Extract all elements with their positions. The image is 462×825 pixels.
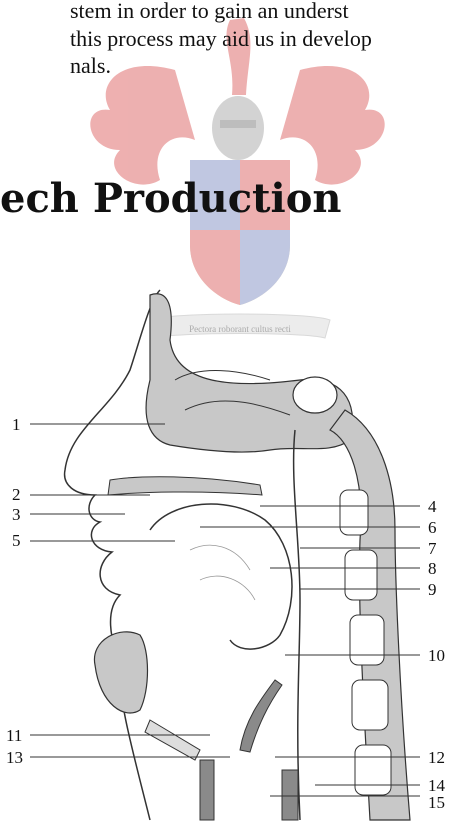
label-15: 15 bbox=[428, 793, 445, 812]
thyroid-cartilage bbox=[200, 760, 214, 820]
label-10: 10 bbox=[428, 646, 445, 665]
cricoid-cartilage bbox=[282, 770, 298, 820]
nasal-cavity bbox=[146, 294, 352, 452]
hard-palate bbox=[108, 477, 262, 495]
head-outline bbox=[65, 290, 160, 820]
mandible bbox=[94, 632, 147, 713]
pharynx-wall bbox=[294, 430, 300, 820]
body-text-line-1: stem in order to gain an underst bbox=[70, 0, 349, 24]
body-text-line-3: nals. bbox=[70, 53, 111, 79]
label-2: 2 bbox=[12, 485, 21, 504]
body-text-line-2: this process may aid us in develop bbox=[70, 26, 372, 52]
label-12: 12 bbox=[428, 748, 445, 767]
vocal-tract-diagram: 1 2 3 5 4 6 7 8 9 10 11 12 13 14 15 bbox=[0, 280, 462, 825]
label-5: 5 bbox=[12, 531, 21, 550]
label-6: 6 bbox=[428, 518, 437, 537]
label-1: 1 bbox=[12, 415, 21, 434]
label-7: 7 bbox=[428, 539, 437, 558]
label-11: 11 bbox=[6, 726, 22, 745]
label-9: 9 bbox=[428, 580, 437, 599]
section-heading: ech Production bbox=[0, 175, 341, 222]
label-3: 3 bbox=[12, 505, 21, 524]
label-8: 8 bbox=[428, 559, 437, 578]
label-13: 13 bbox=[6, 748, 23, 767]
epiglottis bbox=[240, 680, 282, 752]
label-4: 4 bbox=[428, 497, 437, 516]
